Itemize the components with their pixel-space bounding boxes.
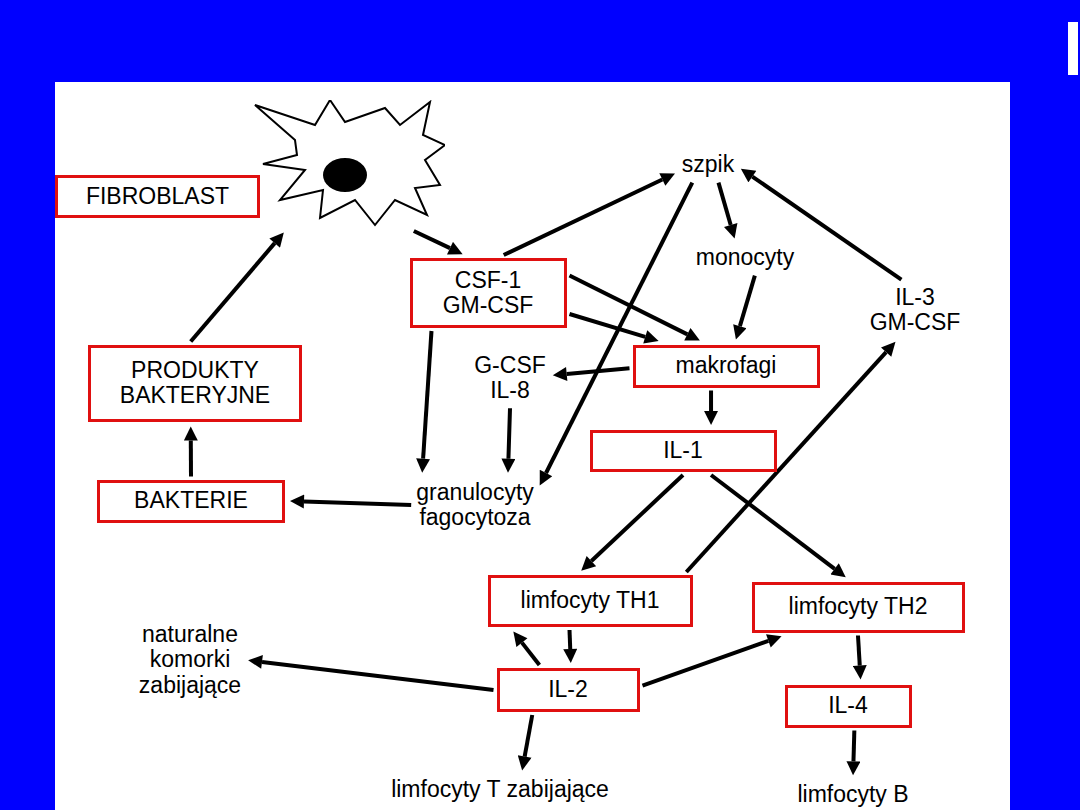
arrow-connector <box>508 408 510 458</box>
arrow-connector <box>191 243 275 341</box>
node-text: IL-3 GM-CSF <box>870 285 961 336</box>
fibroblast-cell: FIBROBLAST <box>55 100 445 228</box>
node-text: BAKTERIE <box>134 488 248 513</box>
cell-label: limfocyty T zabijające <box>391 777 609 802</box>
label-box: FIBROBLAST <box>55 175 260 218</box>
arrow-connector <box>709 391 713 412</box>
arrow-connector <box>643 641 769 686</box>
node-text: limfocyty T zabijające <box>391 777 609 802</box>
arrow-connector <box>570 276 688 335</box>
process-box: PRODUKTY BAKTERYJNE <box>88 345 302 422</box>
node-text: granulocyty fagocytoza <box>416 480 534 531</box>
arrow-connector <box>570 314 646 337</box>
node-text: makrofagi <box>676 353 777 378</box>
cell-outline <box>255 100 445 225</box>
arrow-connector <box>262 662 493 690</box>
arrow-connector <box>858 636 860 666</box>
cytokine-label: G-CSF IL-8 <box>474 353 546 404</box>
process-box: BAKTERIE <box>97 480 285 523</box>
cytokine-label: IL-3 GM-CSF <box>870 285 961 336</box>
arrow-connector <box>718 183 730 225</box>
arrow-connector <box>414 231 450 248</box>
cell-box: makrofagi <box>633 345 820 388</box>
arrow-connector <box>522 643 539 665</box>
cell-nucleus <box>323 158 367 192</box>
node-text: IL-1 <box>663 438 703 463</box>
cell-label: monocyty <box>696 245 794 270</box>
node-text: PRODUKTY BAKTERYJNE <box>120 358 270 409</box>
arrow-connector <box>423 331 431 459</box>
title-fragment <box>1068 22 1078 75</box>
node-text: IL-4 <box>828 693 868 718</box>
arrow-connector <box>568 630 573 649</box>
arrow-connector <box>525 715 533 757</box>
node-text: limfocyty B <box>797 782 908 807</box>
arrow-connector <box>189 441 193 477</box>
arrow-connector <box>591 475 683 561</box>
arrow-connector <box>851 731 856 762</box>
node-text: limfocyty TH2 <box>789 594 928 619</box>
node-text: FIBROBLAST <box>86 184 229 209</box>
node-text: monocyty <box>696 245 794 270</box>
cell-box: limfocyty TH1 <box>488 575 693 627</box>
cytokine-box: IL-2 <box>497 668 640 712</box>
node-text: naturalne komorki zabijające <box>139 622 241 698</box>
node-text: limfocyty TH1 <box>521 588 660 613</box>
white-panel <box>55 82 1010 810</box>
cytokine-box: CSF-1 GM-CSF <box>410 258 567 328</box>
arrow-connector <box>304 502 411 505</box>
cytokine-box: IL-4 <box>785 685 912 728</box>
arrow-connector <box>567 368 630 374</box>
arrow-connector <box>740 276 755 327</box>
node-text: G-CSF IL-8 <box>474 353 546 404</box>
cell-label: granulocyty fagocytoza <box>416 480 534 531</box>
cell-label: naturalne komorki zabijające <box>139 622 241 698</box>
arrow-connector <box>504 179 663 255</box>
node-text: IL-2 <box>548 677 588 702</box>
cell-label: limfocyty B <box>797 782 908 807</box>
cytokine-box: IL-1 <box>590 430 777 472</box>
organ-label: szpik <box>682 152 734 177</box>
node-text: szpik <box>682 152 734 177</box>
cell-box: limfocyty TH2 <box>752 582 965 633</box>
node-text: CSF-1 GM-CSF <box>443 268 534 319</box>
